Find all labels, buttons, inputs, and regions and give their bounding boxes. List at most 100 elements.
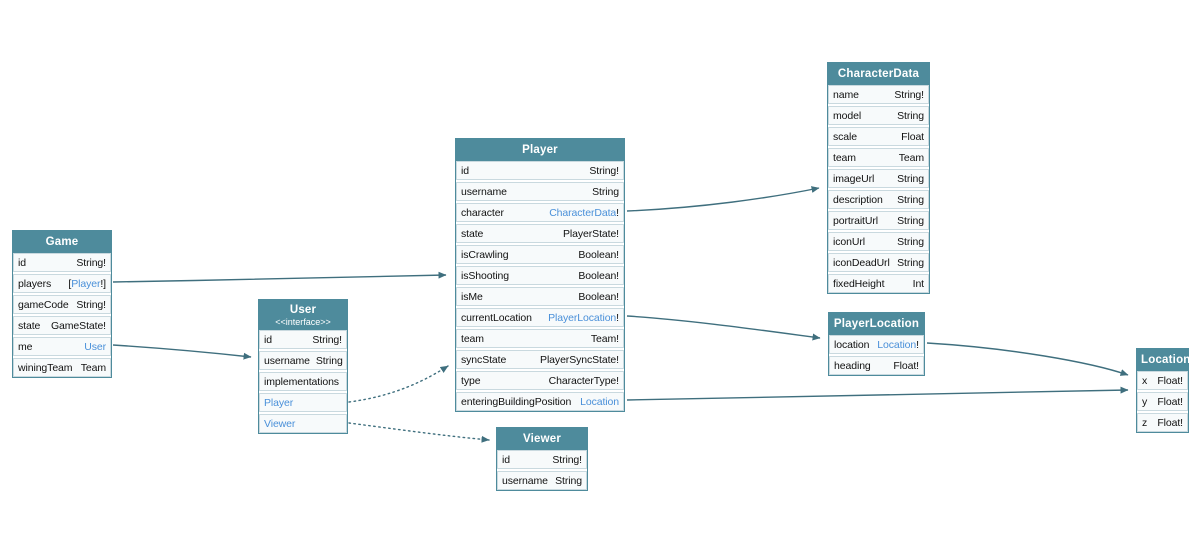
field-type-link[interactable]: Location — [580, 395, 619, 408]
field-name: id — [18, 256, 26, 269]
field-type-link[interactable]: Location — [877, 338, 917, 351]
field-type-link[interactable]: CharacterData — [549, 206, 617, 219]
field-name: isCrawling — [461, 248, 509, 261]
field-row-id[interactable]: id String! — [13, 253, 111, 272]
entity-header-characterdata[interactable]: CharacterData — [828, 63, 929, 85]
field-type: String! — [76, 256, 106, 269]
field-type-link[interactable]: User — [84, 340, 106, 353]
field-type: String — [897, 256, 924, 269]
field-name: imageUrl — [833, 172, 875, 185]
field-type-link[interactable]: Viewer — [264, 417, 296, 430]
field-name: z — [1142, 416, 1148, 429]
field-type-link[interactable]: Player — [71, 277, 101, 290]
entity-title: PlayerLocation — [833, 318, 920, 330]
field-type: String — [592, 185, 619, 198]
field-name: players — [18, 277, 52, 290]
field-row-enteringBuildingPosition[interactable]: enteringBuildingPosition Location — [456, 392, 624, 411]
entity-header-playerlocation[interactable]: PlayerLocation — [829, 313, 924, 335]
edge-player-character-to-characterdata[interactable] — [626, 186, 820, 212]
field-type: PlayerLocation! — [548, 311, 619, 324]
field-name: fixedHeight — [833, 277, 885, 290]
entity-header-location[interactable]: Location — [1137, 349, 1190, 371]
entity-header-user[interactable]: User <<interface>> — [259, 300, 347, 330]
field-row-fixedHeight[interactable]: fixedHeight Int — [828, 274, 929, 293]
field-type: String — [897, 109, 924, 122]
entity-title: Viewer — [522, 433, 562, 445]
field-name: state — [18, 319, 41, 332]
field-row-players[interactable]: players[Player!] — [13, 274, 111, 293]
entity-title: User — [289, 303, 317, 316]
field-row-id[interactable]: id String! — [259, 330, 347, 349]
field-name: x — [1142, 374, 1148, 387]
entity-header-game[interactable]: Game — [13, 231, 111, 253]
edge-player-currentlocation-to-playerlocation[interactable] — [626, 315, 821, 341]
field-row-Viewer[interactable]: Viewer — [259, 414, 347, 433]
field-type-link[interactable]: Player — [264, 396, 294, 409]
edge-user-player-implementation[interactable] — [348, 365, 449, 403]
edge-game-me-to-user[interactable] — [112, 344, 252, 360]
field-name: id — [264, 333, 272, 346]
field-type: Team — [898, 151, 924, 164]
field-name: username — [461, 185, 507, 198]
field-row-Player[interactable]: Player — [259, 393, 347, 412]
field-row-username[interactable]: username String — [456, 182, 624, 201]
field-type: Int — [912, 277, 924, 290]
field-type: CharacterType! — [548, 374, 619, 387]
entity-header-viewer[interactable]: Viewer — [497, 428, 587, 450]
field-row-implementations[interactable]: implementations — [259, 372, 347, 391]
edge-game-players-to-player[interactable] — [112, 271, 447, 283]
field-name: enteringBuildingPosition — [461, 395, 572, 408]
edge-player-enteringbuildingposition-to-location[interactable] — [626, 386, 1129, 401]
field-type: String! — [552, 453, 582, 466]
field-type: String! — [894, 88, 924, 101]
field-type: String! — [312, 333, 342, 346]
edge-user-viewer-implementation[interactable] — [348, 422, 490, 443]
field-type: Location — [580, 396, 619, 408]
field-type-link[interactable]: PlayerLocation — [548, 311, 617, 324]
entity-header-player[interactable]: Player — [456, 139, 624, 161]
edge-playerlocation-location-to-location[interactable] — [926, 342, 1129, 376]
field-name: isShooting — [461, 269, 510, 282]
